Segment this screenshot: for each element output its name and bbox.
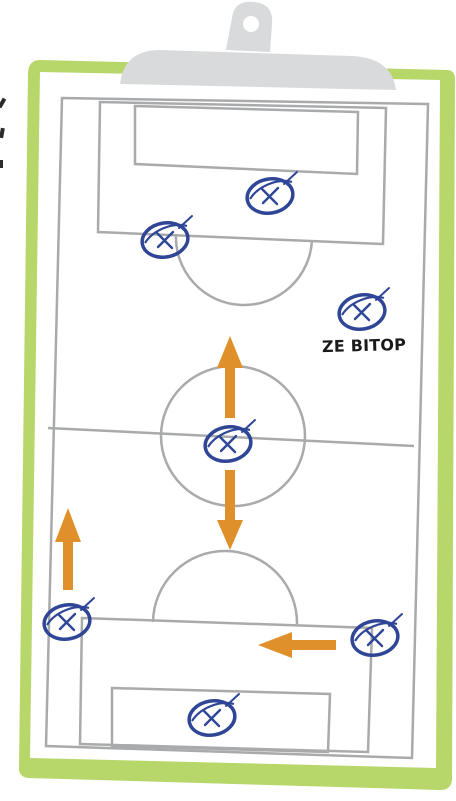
arrow-up-center: [217, 336, 243, 418]
edge-text-fragment: [0, 160, 3, 168]
clipboard-clip: [120, 1, 396, 90]
arrow-left-right: [258, 632, 336, 658]
arrow-up-left: [55, 508, 81, 590]
movement-arrows: [55, 336, 336, 658]
arrow-down-center: [217, 470, 243, 550]
pitch-lines: [44, 96, 430, 760]
player-name-label: ZE BITOP: [321, 334, 407, 357]
